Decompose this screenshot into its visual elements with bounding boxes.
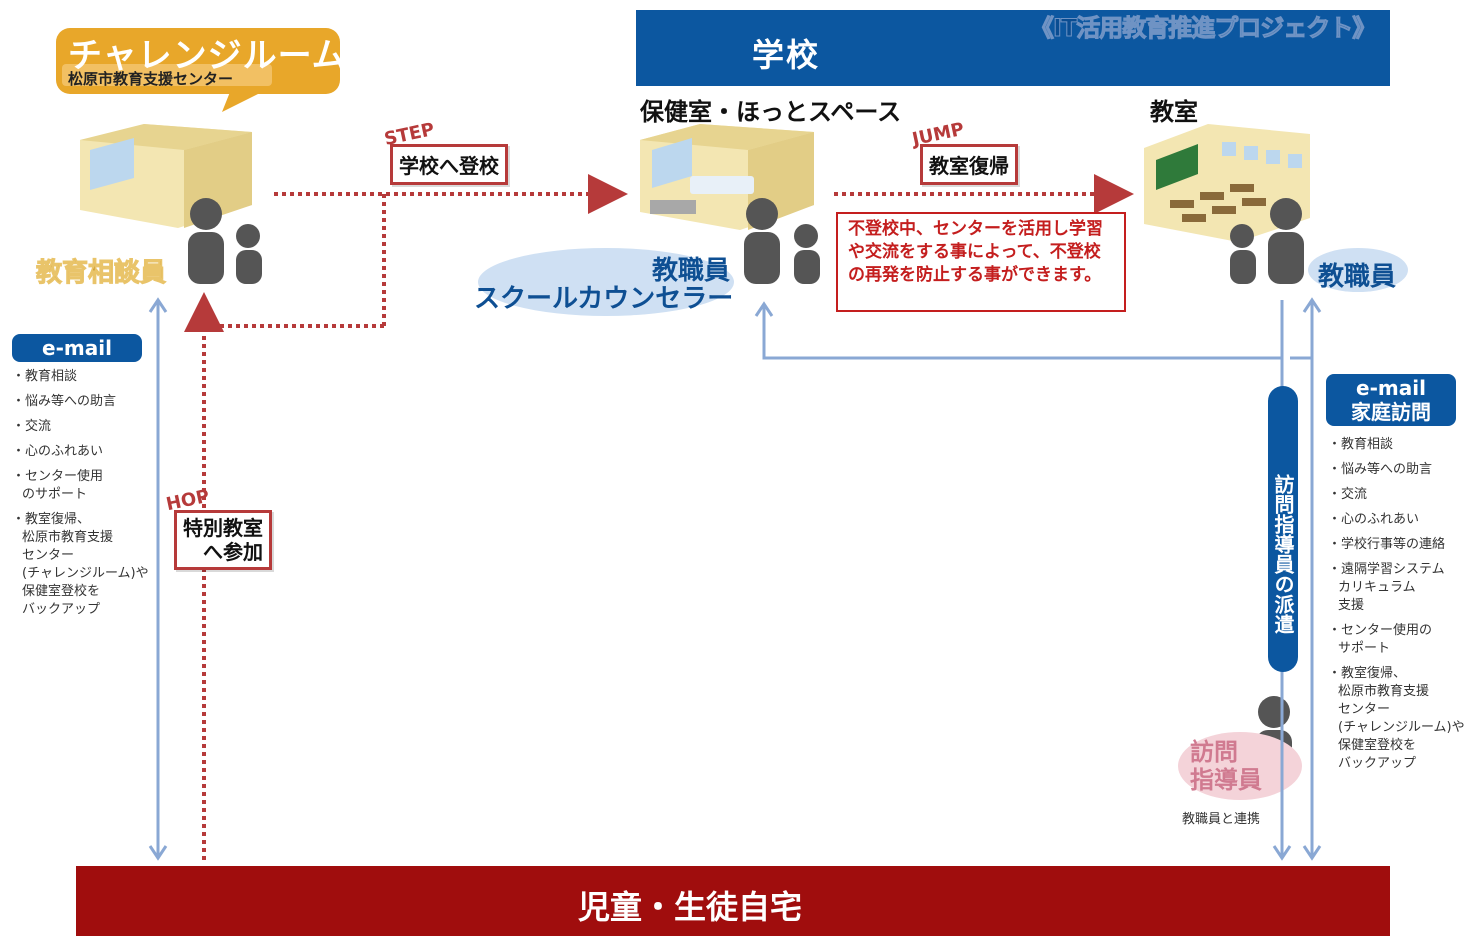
hop-box: 特別教室 へ参加 [174,510,272,570]
list-item: 教室復帰、 松原市教育支援 センター (チャレンジルーム)や 保健室登校を バッ… [12,511,162,619]
challenge-room-name: チャレンジルーム [68,36,347,76]
note-box: 不登校中、センターを活用し学習や交流をする事によって、不登校の再発を防止する事が… [836,212,1126,312]
staff-highlight [1308,248,1408,292]
home-label: 児童・生徒自宅 [578,888,803,926]
list-item: 心のふれあい [1328,511,1468,529]
list-item: 悩み等への助言 [1328,461,1468,479]
list-item: センター使用 のサポート [12,468,162,504]
left-email-pill: e-mail [12,334,142,362]
list-item: 交流 [12,418,162,436]
school-header [636,10,1390,86]
people-figures [188,198,1304,934]
project-label: 《IT活用教育推進プロジェクト》 [1029,14,1376,43]
health-room-building-icon [640,124,814,230]
list-item: センター使用の サポート [1328,622,1468,658]
list-item: 悩み等への助言 [12,393,162,411]
progress-paths [184,174,1134,860]
right-email-pill: e-mail 家庭訪問 [1326,374,1456,426]
list-item: 教室復帰、 松原市教育支援 センター (チャレンジルーム)や 保健室登校を バッ… [1328,665,1468,773]
classroom-building-icon [1144,124,1310,242]
right-support-list: 教育相談 悩み等への助言 交流 心のふれあい 学校行事等の連絡 遠隔学習システム… [1328,436,1468,780]
school-title: 学校 [752,36,821,74]
list-item: 学校行事等の連絡 [1328,536,1468,554]
challenge-room-building-icon [80,124,252,228]
right-pill-line1: e-mail [1356,376,1426,400]
visiting-instructor-label: 訪問 指導員 [1190,738,1262,794]
staff-center-label: 教職員 [652,256,731,286]
challenge-room-bubble [56,28,340,112]
list-item: 遠隔学習システム カリキュラム 支援 [1328,561,1468,615]
staff-classroom-label: 教職員 [1318,262,1397,292]
visiting-caption: 教職員と連携 [1182,812,1261,827]
list-item: 教育相談 [1328,436,1468,454]
classroom-label: 教室 [1150,98,1198,126]
support-lines [148,297,1322,861]
health-room-label: 保健室・ほっとスペース [640,98,902,126]
list-item: 心のふれあい [12,443,162,461]
counselor-label: スクールカウンセラー [474,284,734,314]
counseling-staff-label: 教育相談員 [35,258,167,289]
challenge-room-subtitle: 松原市教育支援センター [68,70,234,88]
step-box: 学校へ登校 [390,144,508,185]
counselor-highlight [478,248,734,316]
jump-box: 教室復帰 [920,144,1018,185]
instructor-highlight [1178,732,1302,800]
home-bar [76,866,1390,936]
dispatch-label: 訪問指導員の派遣 [1268,386,1298,672]
left-support-list: 教育相談 悩み等への助言 交流 心のふれあい センター使用 のサポート 教室復帰… [12,368,162,626]
list-item: 教育相談 [12,368,162,386]
list-item: 交流 [1328,486,1468,504]
right-pill-line2: 家庭訪問 [1351,400,1431,424]
